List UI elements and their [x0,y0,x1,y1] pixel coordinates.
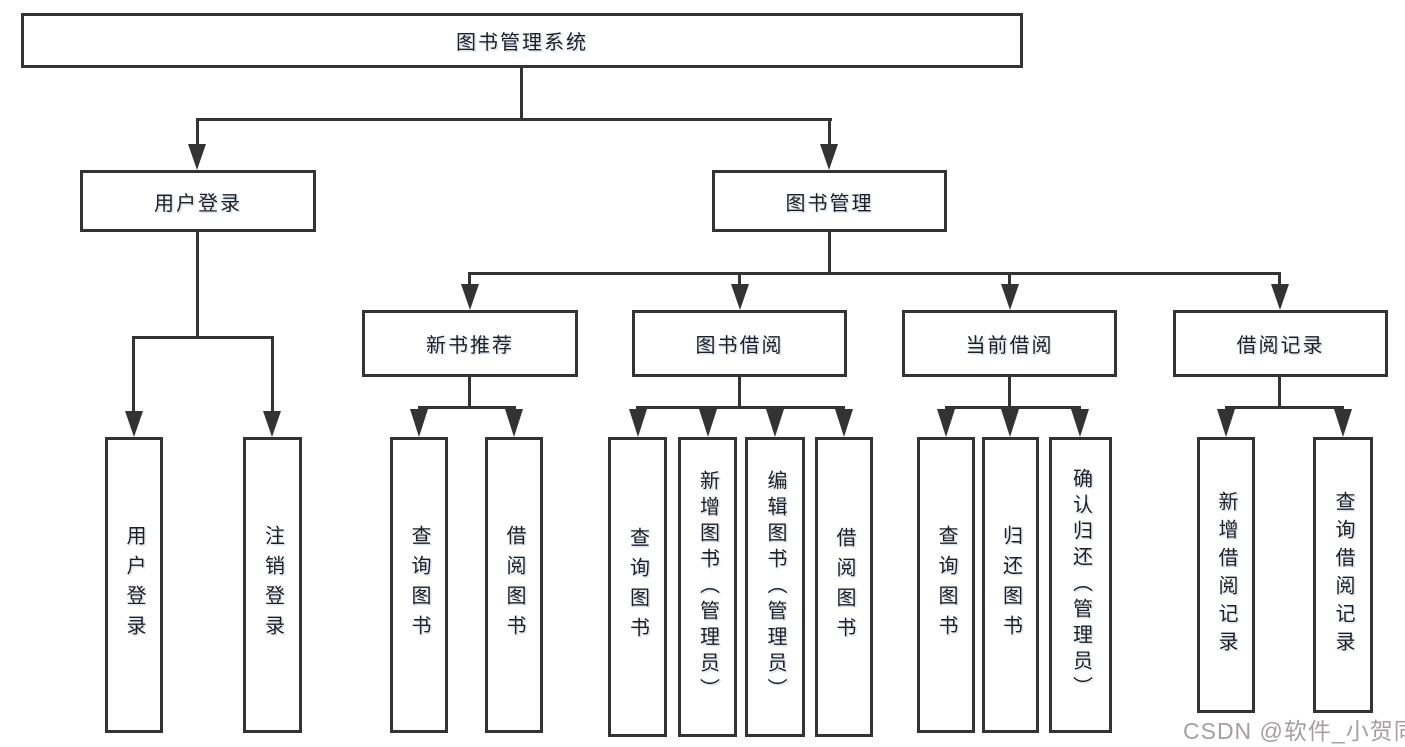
node-current-borrow: 当前借阅 [902,310,1117,377]
arrow-to-current-borrow [1001,284,1019,310]
leaf-records-add: 新增借阅记录 [1197,437,1255,713]
connector-stem-user-login [196,118,199,146]
arrow-to-records-add [1217,409,1235,437]
leaf-current-confirm: 确认归还（管理员） [1049,437,1112,733]
leaf-newbook-query: 查询图书 [390,437,448,733]
connector-stem-current-borrow [1008,272,1011,286]
leaf-borrow-query-label: 查询图书 [626,527,649,647]
leaf-newbook-borrow: 借阅图书 [485,437,543,733]
leaf-current-return-label: 归还图书 [999,525,1022,645]
arrow-to-newbook-borrow [505,409,523,437]
leaf-records-query-label: 查询借阅记录 [1332,491,1354,659]
node-user-login: 用户登录 [80,170,316,232]
node-root-label: 图书管理系统 [456,32,588,54]
leaf-user-login: 用户登录 [105,437,163,733]
node-book-borrow-label: 图书借阅 [695,335,784,357]
connector-book-borrow-stem [738,377,741,409]
leaf-borrow-edit: 编辑图书（管理员） [745,437,805,737]
arrow-to-borrow-add [699,409,717,437]
connector-user-login-stem [196,232,199,336]
leaf-user-login-label: 用户登录 [123,525,145,645]
connector-current-borrow-branch [945,406,1081,409]
connector-borrow-records-stem [1278,377,1281,409]
connector-book-borrow-branch [636,406,845,409]
connector-stem-new-book [468,272,471,286]
leaf-current-query-label: 查询图书 [935,525,957,645]
node-book-borrow: 图书借阅 [632,310,847,377]
arrow-to-current-return [1001,409,1019,437]
leaf-logout-label: 注销登录 [261,525,284,645]
leaf-current-confirm-label: 确认归还（管理员） [1069,468,1092,702]
leaf-newbook-query-label: 查询图书 [408,525,430,645]
connector-stem-borrow-records [1278,272,1281,286]
arrow-to-book-mgmt [820,144,838,170]
arrow-to-leaf-logout [263,411,281,437]
connector-stem-leaf-user-login [132,336,135,413]
arrow-to-borrow-records [1271,284,1289,310]
arrow-to-current-query [937,409,955,437]
leaf-borrow-add: 新增图书（管理员） [678,437,737,737]
leaf-records-query: 查询借阅记录 [1313,437,1373,713]
arrow-to-new-book [461,284,479,310]
node-user-login-label: 用户登录 [154,192,242,215]
node-new-book-label: 新书推荐 [426,335,514,357]
connector-current-borrow-stem [1008,377,1011,409]
arrow-to-borrow-query [629,409,647,437]
leaf-newbook-borrow-label: 借阅图书 [503,525,525,645]
leaf-borrow-borrow: 借阅图书 [815,437,873,737]
node-borrow-records-label: 借阅记录 [1236,335,1325,357]
node-book-mgmt-label: 图书管理 [785,192,874,215]
leaf-borrow-borrow-label: 借阅图书 [833,527,855,647]
arrow-to-book-borrow [731,284,749,310]
leaf-current-query: 查询图书 [917,437,975,733]
leaf-borrow-add-label: 新增图书（管理员） [696,470,719,704]
connector-book-mgmt-stem [828,232,831,274]
leaf-current-return: 归还图书 [982,437,1039,733]
leaf-borrow-query: 查询图书 [608,437,667,737]
connector-root-stem [520,68,523,118]
node-book-mgmt: 图书管理 [712,170,947,232]
arrow-to-current-confirm [1071,409,1089,437]
connector-stem-book-borrow [738,272,741,286]
connector-book-mgmt-branch [468,272,1281,275]
leaf-borrow-edit-label: 编辑图书（管理员） [764,470,786,704]
arrow-to-borrow-borrow [835,409,853,437]
node-root: 图书管理系统 [21,13,1023,68]
connector-root-branch [196,118,832,121]
arrow-to-records-query [1334,409,1352,437]
arrow-to-user-login [188,144,206,170]
node-new-book: 新书推荐 [362,310,578,377]
node-current-borrow-label: 当前借阅 [965,335,1054,357]
arrow-to-newbook-query [410,409,428,437]
connector-stem-leaf-logout [271,336,274,413]
connector-borrow-records-branch [1225,406,1344,409]
leaf-logout: 注销登录 [243,437,302,733]
node-borrow-records: 借阅记录 [1173,310,1388,377]
arrow-to-leaf-user-login [125,411,143,437]
csdn-watermark: CSDN @软件_小贺同学 [1183,718,1405,744]
leaf-records-add-label: 新增借阅记录 [1215,491,1237,659]
connector-user-login-branch [132,336,274,339]
connector-stem-book-mgmt [828,118,831,146]
connector-new-book-branch [418,406,516,409]
arrow-to-borrow-edit [766,409,784,437]
connector-new-book-stem [468,377,471,409]
